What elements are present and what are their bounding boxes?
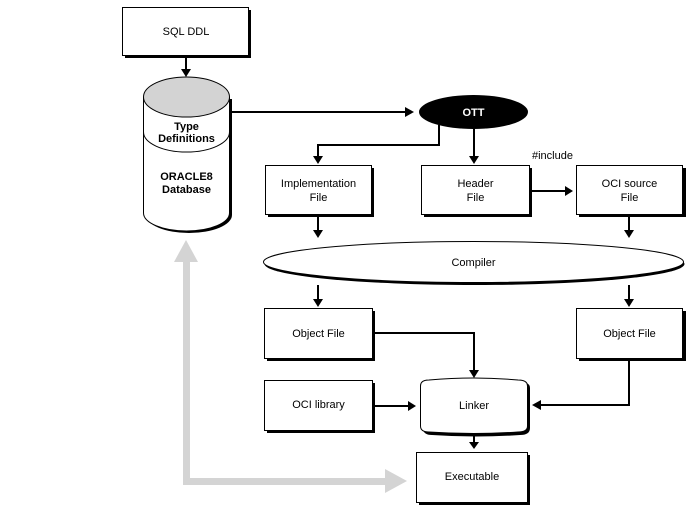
object-file-left-label: Object File bbox=[292, 328, 345, 340]
oci-source-file-line2: File bbox=[621, 192, 639, 204]
feedback-arrow-horizontal-shaft bbox=[183, 478, 387, 485]
type-definitions-line1: Type bbox=[174, 121, 199, 133]
node-object-file-left: Object File bbox=[264, 308, 375, 361]
implementation-file-line1: Implementation bbox=[281, 178, 356, 190]
node-sql-ddl: SQL DDL bbox=[122, 7, 251, 58]
include-label: #include bbox=[532, 150, 573, 162]
node-executable: Executable bbox=[416, 452, 530, 505]
feedback-arrow-head-right bbox=[385, 469, 407, 493]
oci-library-label: OCI library bbox=[292, 399, 345, 411]
edge-header-ocisource bbox=[532, 186, 573, 196]
sql-ddl-label: SQL DDL bbox=[163, 26, 210, 38]
node-header-file: Header File bbox=[421, 165, 532, 217]
node-compiler: Compiler bbox=[263, 241, 685, 285]
node-database-cylinder: Type Definitions ORACLE8 Database bbox=[143, 76, 232, 233]
node-oci-source-file: OCI source File bbox=[576, 165, 686, 217]
object-file-right-label: Object File bbox=[603, 328, 656, 340]
implementation-file-line2: File bbox=[310, 192, 328, 204]
node-object-file-right: Object File bbox=[576, 308, 686, 361]
ott-label: OTT bbox=[463, 107, 485, 119]
edge-database-ott bbox=[232, 107, 414, 117]
database-label-line2: Database bbox=[162, 184, 211, 196]
edge-ocisource-compiler bbox=[624, 217, 634, 238]
executable-label: Executable bbox=[445, 471, 499, 483]
node-implementation-file: Implementation File bbox=[265, 165, 374, 217]
feedback-arrow bbox=[174, 240, 407, 493]
edge-objectfile-left-linker bbox=[374, 332, 479, 378]
edge-ott-implementation bbox=[313, 125, 440, 164]
oci-source-file-line1: OCI source bbox=[602, 178, 658, 190]
database-top bbox=[143, 76, 230, 118]
node-ott: OTT bbox=[419, 95, 528, 129]
database-label-line1: ORACLE8 bbox=[160, 171, 213, 183]
edge-objectfile-right-linker bbox=[532, 361, 630, 410]
edge-ocilibrary-linker bbox=[374, 401, 416, 411]
linker-label: Linker bbox=[459, 400, 489, 412]
type-definitions-line2: Definitions bbox=[158, 133, 215, 145]
header-file-line1: Header bbox=[457, 178, 493, 190]
edge-implementation-compiler bbox=[313, 217, 323, 238]
edge-compiler-objectfile-left bbox=[313, 285, 323, 307]
header-file-line2: File bbox=[467, 192, 485, 204]
node-linker: Linker bbox=[420, 377, 530, 437]
edge-compiler-objectfile-right bbox=[624, 285, 634, 307]
node-oci-library: OCI library bbox=[264, 380, 375, 433]
feedback-arrow-head-up bbox=[174, 240, 198, 262]
edge-ott-header bbox=[469, 129, 479, 164]
edge-linker-executable bbox=[469, 435, 479, 449]
feedback-arrow-vertical-shaft bbox=[183, 260, 190, 484]
compiler-label: Compiler bbox=[451, 257, 495, 269]
edge-sqlddl-database bbox=[181, 57, 191, 77]
